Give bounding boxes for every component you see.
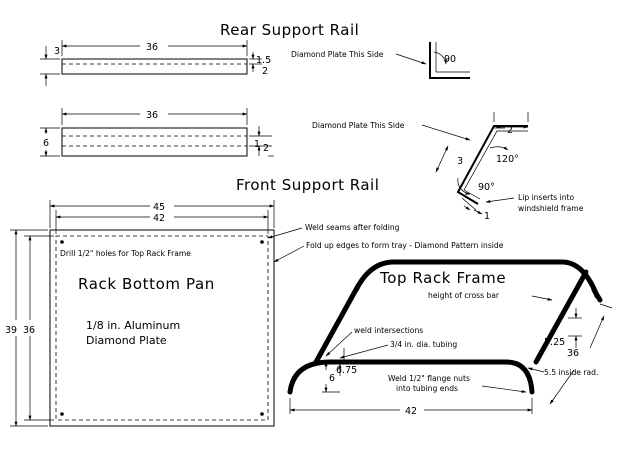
lip-note-line-2: windshield frame (518, 204, 584, 213)
front-rail-body (61, 127, 248, 157)
frame-depth-dim: 36 (567, 348, 579, 359)
frame-tubing-note: 3/4 in. dia. tubing (390, 340, 457, 349)
pan-outer-height: 39 (5, 325, 17, 336)
rear-rail-height: 3 (54, 46, 60, 57)
front-rail-angle-bottom: 90° (478, 182, 495, 193)
pan-fold-note: Fold up edges to form tray - Diamond Pat… (306, 241, 504, 250)
rear-support-rail: Rear Support Rail 36 3 1.5 2 Diamond Pla… (40, 21, 470, 86)
frame-crossbar-dim: 5.25 (544, 337, 565, 348)
rear-rail-title: Rear Support Rail (220, 21, 359, 39)
top-rack-frame: Top Rack Frame height of cross bar weld … (287, 259, 613, 417)
pan-material-line-1: 1/8 in. Aluminum (86, 319, 180, 332)
pan-fold-line (55, 235, 269, 421)
front-rail-dim-1: 1 (254, 139, 260, 150)
frame-title: Top Rack Frame (379, 269, 506, 287)
pan-outer-width: 45 (153, 202, 165, 213)
rear-rail-flange: 2 (262, 66, 268, 77)
front-rail-height: 6 (43, 138, 49, 149)
front-rail-dim-2: 2 (263, 143, 269, 154)
rear-rail-profile (429, 42, 470, 79)
frame-weld-note: weld intersections (354, 326, 423, 335)
rear-rail-thickness: 1.5 (256, 55, 271, 66)
front-rail-title: Front Support Rail (236, 176, 379, 194)
pan-inner-width: 42 (153, 213, 165, 224)
pan-outline (49, 229, 275, 427)
pan-hole (260, 240, 264, 244)
pan-hole (60, 412, 64, 416)
pan-hole (60, 240, 64, 244)
frame-back-bar (353, 259, 600, 299)
front-rail-length: 36 (146, 110, 158, 121)
rear-rail-angle: 90 (444, 54, 456, 65)
rear-diamond-note: Diamond Plate This Side (291, 50, 384, 59)
frame-height-dim: 6 (329, 373, 335, 384)
front-rail-top-width: 2 (507, 125, 513, 136)
front-support-rail: 36 6 1 2 Front Support Rail Diamond Plat… (40, 108, 584, 222)
frame-radius-note: 5.5 inside rad. (544, 368, 598, 377)
rear-rail-body (61, 58, 248, 75)
frame-flange-note-2: into tubing ends (396, 384, 458, 393)
frame-flange-note-1: Weld 1/2" flange nuts (388, 374, 470, 383)
pan-material-line-2: Diamond Plate (86, 334, 167, 347)
frame-rise-dim: 6.75 (336, 365, 357, 376)
pan-drill-note: Drill 1/2" holes for Top Rack Frame (60, 249, 191, 258)
rack-bottom-pan: 45 42 39 36 Drill 1/2" holes for Top Rac… (5, 200, 504, 427)
pan-weld-note: Weld seams after folding (305, 223, 400, 232)
rear-rail-length: 36 (146, 42, 158, 53)
frame-width-dim: 42 (405, 406, 417, 417)
pan-hole (260, 412, 264, 416)
front-rail-angle-top: 120° (496, 154, 519, 165)
frame-front-bar (287, 359, 535, 395)
pan-title: Rack Bottom Pan (78, 275, 215, 293)
front-rail-lip-dim: 1 (484, 211, 490, 222)
frame-crossbar-note: height of cross bar (428, 291, 500, 300)
front-rail-side-length: 3 (457, 156, 463, 167)
lip-note-line-1: Lip inserts into (518, 193, 574, 202)
pan-inner-height: 36 (23, 325, 35, 336)
front-diamond-note: Diamond Plate This Side (312, 121, 405, 130)
